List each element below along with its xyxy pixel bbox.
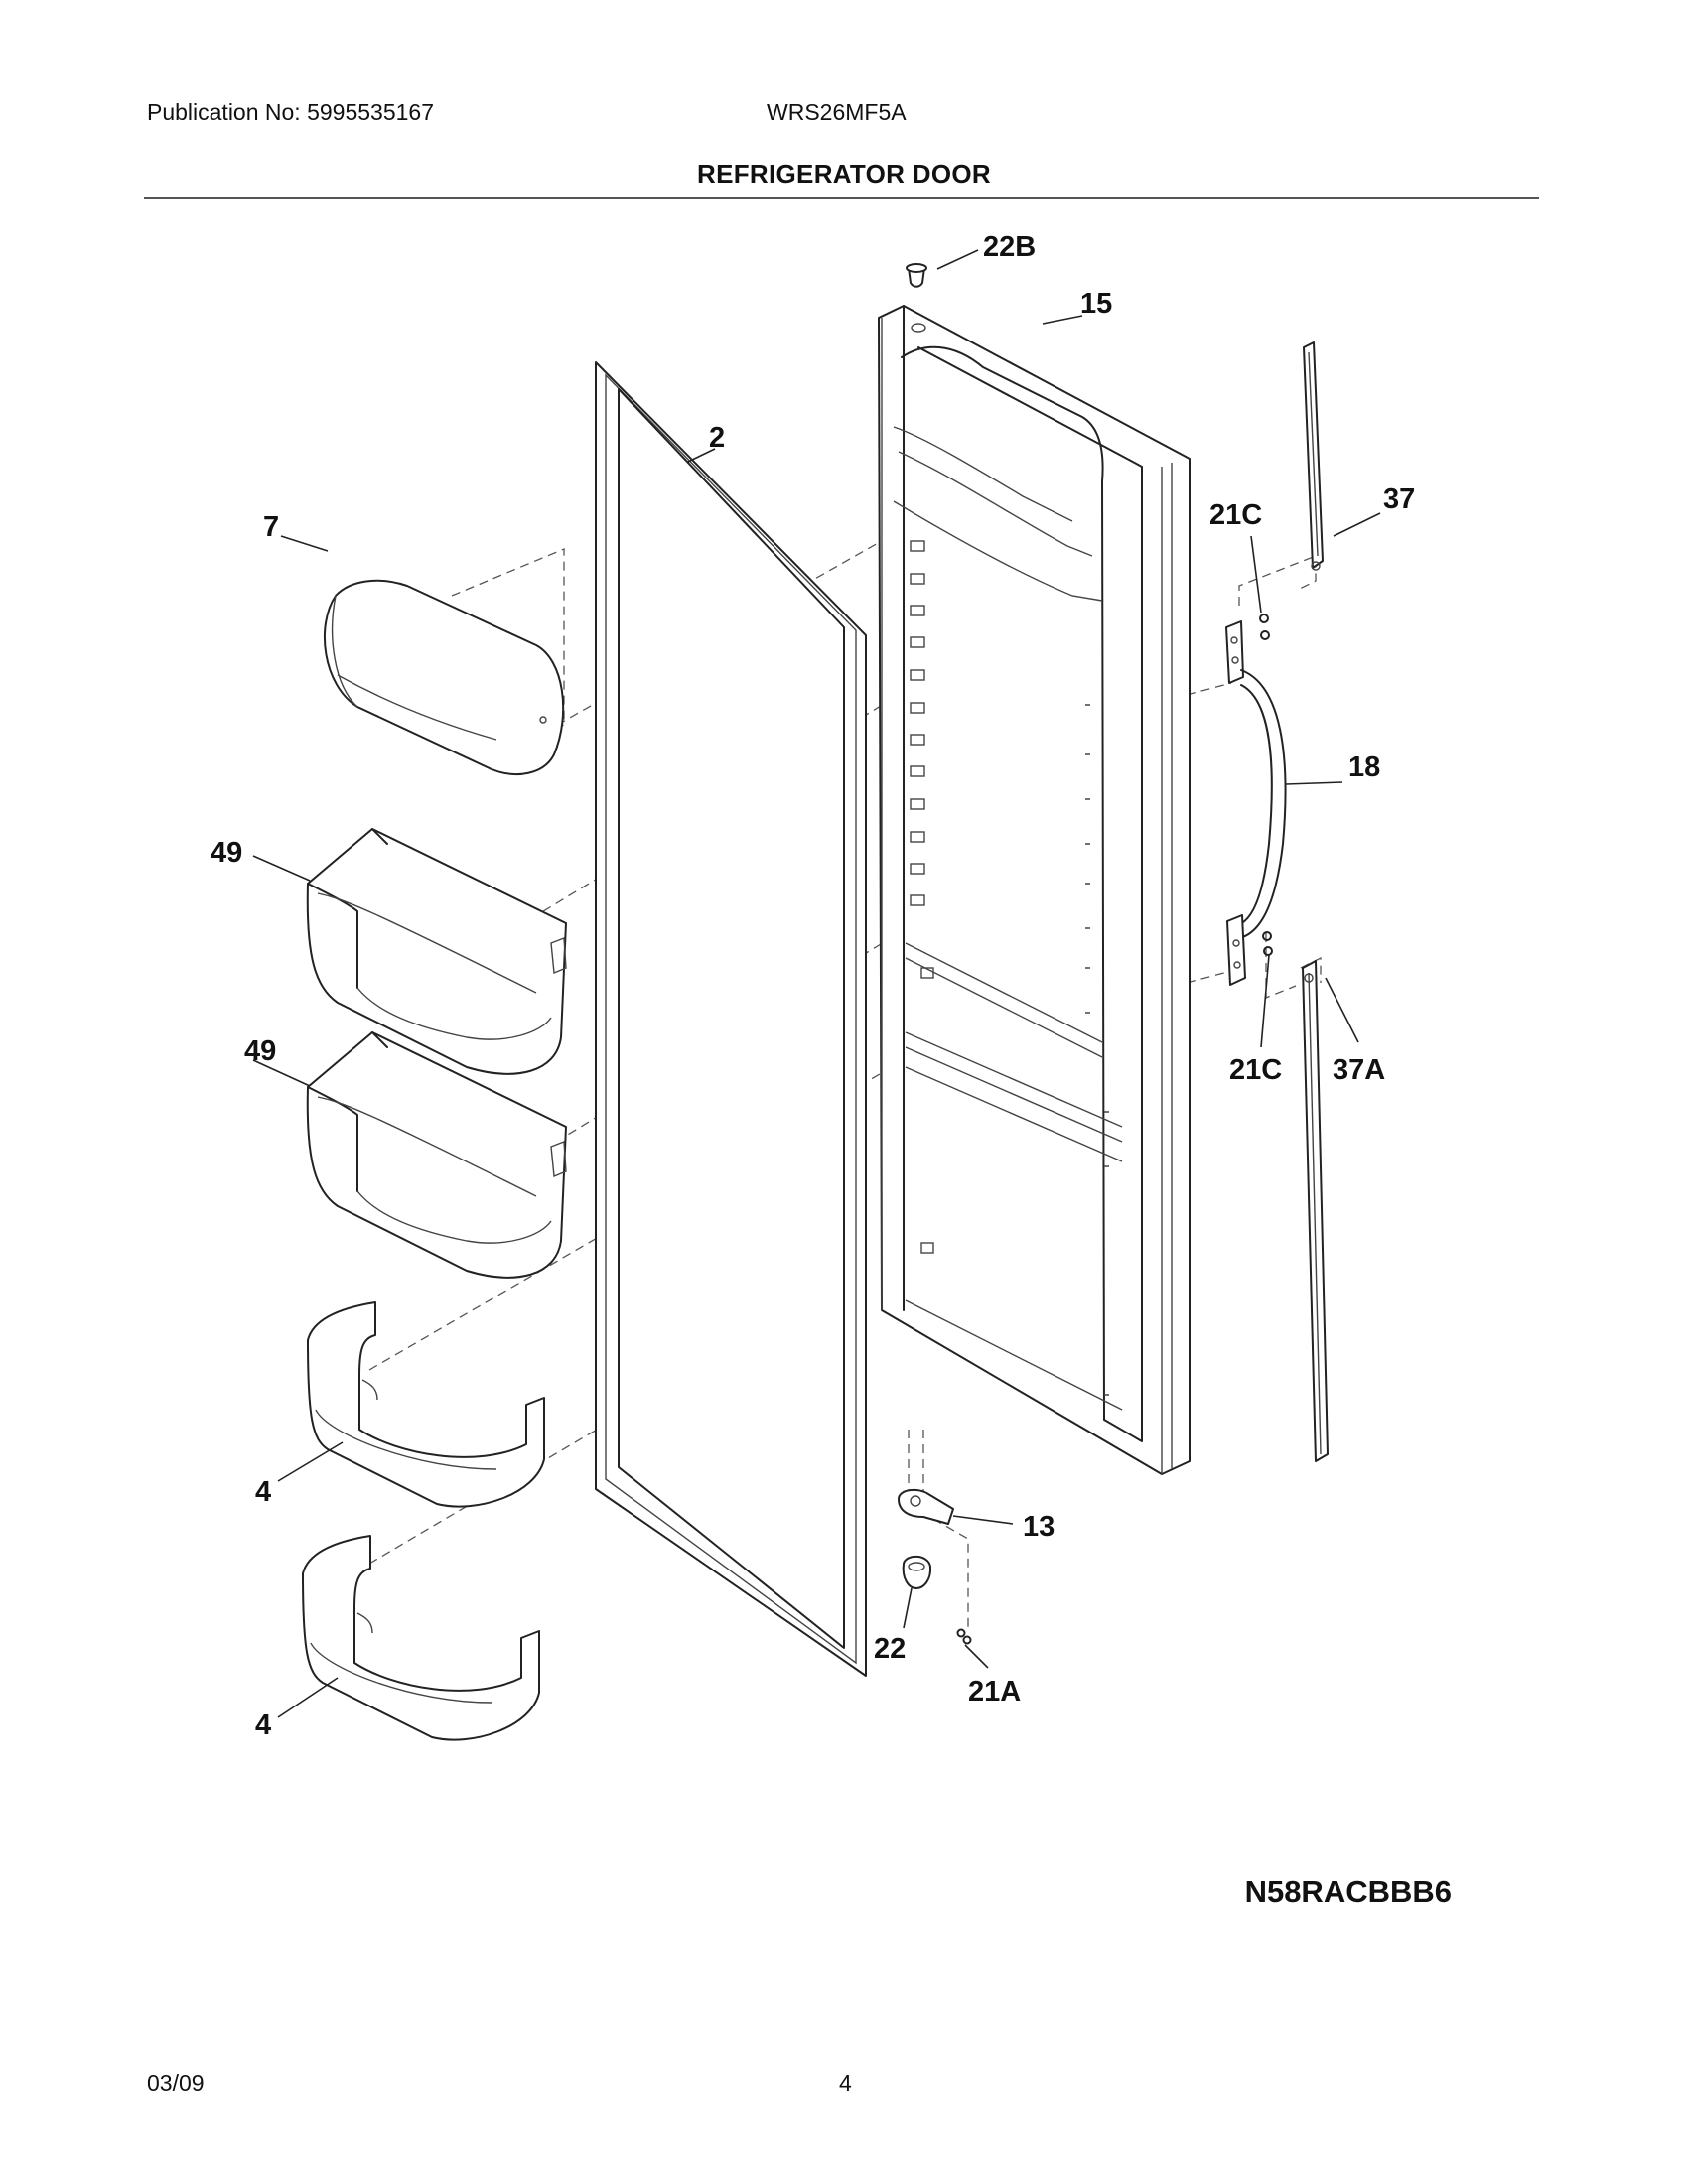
callout-21a: 21A [968,1676,1021,1707]
part-4-door-bin-lower [302,1535,540,1741]
part-22-bottom-bushing [902,1555,932,1589]
part-7-dairy-cover [324,579,565,775]
callout-13: 13 [1023,1511,1055,1543]
part-49-door-bin-lower [306,1031,567,1279]
callout-22b: 22B [983,231,1036,263]
publication-number: Publication No: 5995535167 [147,99,435,125]
leader-lines [252,249,1381,1718]
callout-15: 15 [1080,288,1112,320]
part-21a-screws [956,1628,972,1645]
callout-49-top: 49 [211,837,242,869]
part-15-door-liner [878,305,1191,1475]
right-side-ticks [1085,704,1109,1396]
part-37a-bottom-trim [1302,960,1329,1462]
part-13-hinge-bracket [898,1488,954,1525]
header-divider [144,197,1539,199]
diagram-code: N58RACBBB6 [1244,1874,1452,1909]
callout-37a: 37A [1333,1054,1385,1086]
page-number: 4 [839,2070,852,2096]
shelf-pegs [910,540,934,1254]
callout-37: 37 [1383,483,1415,515]
part-4-door-bin-upper [307,1301,545,1508]
part-37-top-trim [1303,341,1324,571]
page-title: REFRIGERATOR DOOR [697,159,991,189]
footer-date: 03/09 [147,2070,205,2096]
part-21c-screws [1259,614,1273,956]
part-2-door-gasket [595,361,867,1677]
part-49-door-bin-upper [306,828,567,1075]
model-number: WRS26MF5A [767,99,907,125]
callout-labels: 22B 15 2 7 37 21C 18 49 49 21C 37A 4 4 1… [211,231,1415,1741]
callout-4-bottom: 4 [255,1709,271,1741]
callout-21c-top: 21C [1209,499,1262,531]
part-22b-top-bushing [906,263,927,288]
callout-4-top: 4 [255,1476,271,1508]
callout-18: 18 [1348,751,1380,783]
callout-2: 2 [709,422,725,454]
callout-7: 7 [263,511,279,543]
part-18-handle [1225,620,1287,986]
callout-22: 22 [874,1633,906,1665]
callout-49-bottom: 49 [244,1035,276,1067]
callout-21c-bottom: 21C [1229,1054,1282,1086]
